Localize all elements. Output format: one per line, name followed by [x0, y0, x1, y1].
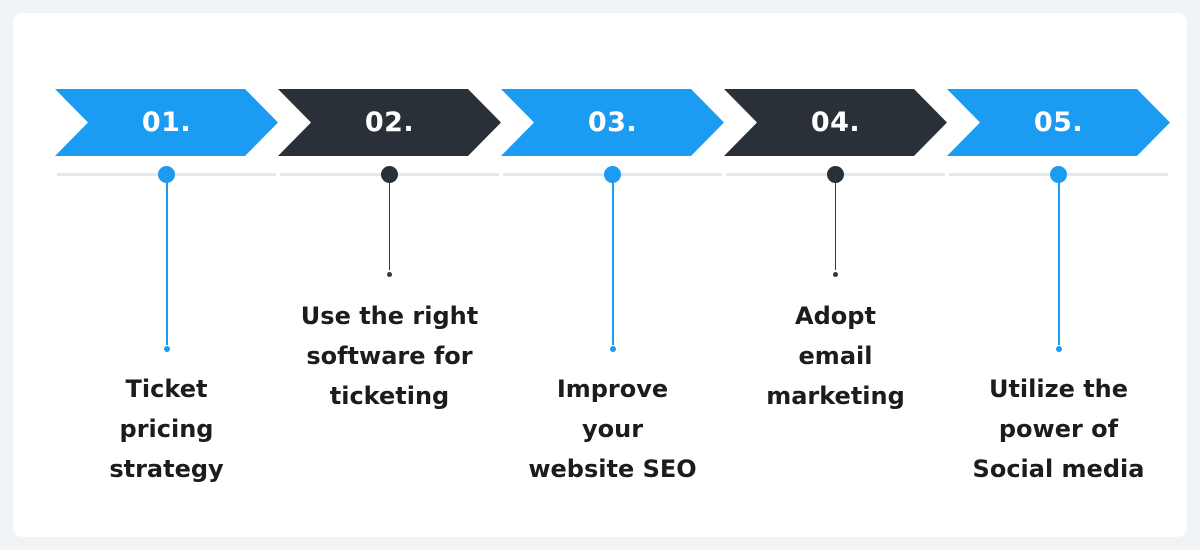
step-label-line: Adopt: [795, 302, 876, 330]
step-number: 01.: [141, 107, 192, 138]
connector-end-dot: [163, 346, 170, 352]
step-label-line: Improve: [556, 375, 669, 403]
timeline-step-3: 03. Improve your website SEO: [501, 89, 724, 519]
connector-end-dot: [1055, 346, 1062, 352]
timeline-step-4: 04. Adopt email marketing: [724, 89, 947, 519]
chevron-banner: 04.: [724, 89, 947, 156]
timeline-node-dot: [381, 166, 398, 183]
step-number: 05.: [1033, 107, 1084, 138]
step-label-line: software for: [306, 342, 473, 370]
timeline-node-dot: [158, 166, 175, 183]
step-label-line: marketing: [766, 382, 905, 410]
step-label-line: strategy: [109, 455, 224, 483]
step-number: 03.: [587, 107, 638, 138]
step-label-line: Social media: [972, 455, 1145, 483]
connector-stem: [834, 175, 837, 270]
connector-stem: [388, 175, 391, 270]
timeline-step-2: 02. Use the right software for ticketing: [278, 89, 501, 519]
step-label: Utilize the power of Social media: [941, 369, 1176, 489]
step-label-line: Utilize the: [988, 375, 1129, 403]
connector-end-dot: [609, 346, 616, 352]
step-label-line: Use the right: [300, 302, 479, 330]
connector-stem: [165, 175, 168, 345]
step-label: Ticket pricing strategy: [49, 369, 284, 489]
step-label-line: email: [798, 342, 873, 370]
chevron-banner: 01.: [55, 89, 278, 156]
step-label: Use the right software for ticketing: [272, 296, 507, 416]
connector-stem: [611, 175, 614, 345]
chevron-banner: 05.: [947, 89, 1170, 156]
connector-end-dot: [833, 272, 838, 277]
step-number: 04.: [810, 107, 861, 138]
card: 01. Ticket pricing strategy 02. Use the …: [13, 13, 1187, 537]
step-label-line: website SEO: [528, 455, 697, 483]
step-label: Improve your website SEO: [495, 369, 730, 489]
timeline-node-dot: [1050, 166, 1067, 183]
step-label-line: power of: [998, 415, 1119, 443]
step-label-line: your: [581, 415, 644, 443]
step-label-line: Ticket: [125, 375, 208, 403]
step-label-line: pricing: [119, 415, 214, 443]
connector-stem: [1057, 175, 1060, 345]
chevron-banner: 02.: [278, 89, 501, 156]
timeline-step-1: 01. Ticket pricing strategy: [55, 89, 278, 519]
timeline-node-dot: [604, 166, 621, 183]
step-number: 02.: [364, 107, 415, 138]
step-label-line: ticketing: [329, 382, 450, 410]
connector-end-dot: [387, 272, 392, 277]
timeline-node-dot: [827, 166, 844, 183]
timeline-step-5: 05. Utilize the power of Social media: [947, 89, 1170, 519]
step-label: Adopt email marketing: [718, 296, 953, 416]
chevron-banner: 03.: [501, 89, 724, 156]
